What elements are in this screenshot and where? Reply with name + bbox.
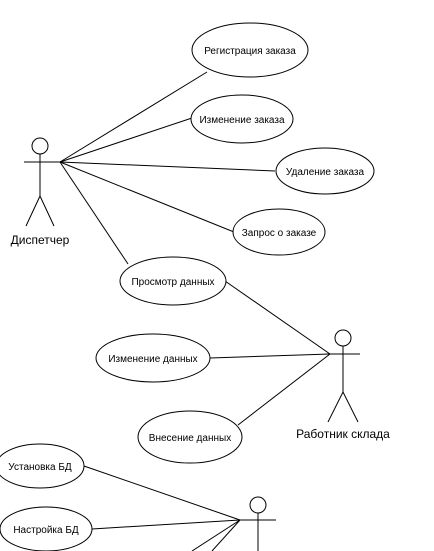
use-case-order-delete: Удаление заказа [275, 147, 375, 195]
actor-dispatcher: Диспетчер [11, 137, 70, 247]
use-case-label: Удаление заказа [286, 167, 365, 178]
assoc-worker-data-entry [237, 353, 331, 426]
use-case-label: Просмотр данных [131, 277, 214, 288]
use-case-label: Настройка БД [13, 525, 79, 536]
use-case-data-entry: Внесение данных [137, 410, 243, 464]
assoc-dispatcher-order-change [59, 117, 193, 163]
stick-figure-icon [24, 137, 60, 227]
assoc-third-db-install [83, 465, 241, 521]
actor-label: Работник склада [296, 427, 390, 441]
use-case-label: Установка БД [8, 462, 72, 473]
use-case-order-change: Изменение заказа [190, 94, 294, 144]
assoc-third-offscreen-2 [211, 519, 241, 551]
assoc-worker-data-view [224, 280, 331, 355]
use-case-db-install: Установка БД [0, 443, 85, 489]
assoc-dispatcher-order-registration [59, 71, 208, 163]
assoc-third-offscreen-1 [191, 519, 241, 551]
warehouse-worker-associations [209, 280, 331, 426]
actor-warehouse-worker: Работник склада [296, 329, 390, 441]
third-actor-associations [83, 465, 241, 551]
actor-third-partial [240, 496, 276, 551]
assoc-dispatcher-data-view [59, 161, 129, 265]
use-case-label: Изменение данных [108, 354, 197, 365]
use-case-data-change: Изменение данных [95, 333, 211, 383]
use-case-label: Внесение данных [149, 433, 231, 444]
assoc-dispatcher-order-delete [59, 161, 276, 172]
stick-figure-icon [326, 329, 360, 423]
stick-figure-icon [240, 496, 276, 551]
assoc-third-db-setup [91, 519, 241, 530]
assoc-dispatcher-order-query [59, 161, 235, 233]
use-case-label: Изменение заказа [199, 115, 285, 126]
use-case-db-setup: Настройка БД [0, 506, 93, 551]
use-case-order-registration: Регистрация заказа [191, 22, 309, 78]
actor-label: Диспетчер [11, 233, 70, 247]
dispatcher-associations [59, 71, 276, 265]
use-case-data-view: Просмотр данных [119, 256, 227, 306]
use-case-order-query: Запрос о заказе [232, 208, 326, 256]
use-case-label: Запрос о заказе [242, 228, 317, 239]
assoc-worker-data-change [209, 353, 331, 359]
use-case-label: Регистрация заказа [204, 46, 296, 57]
